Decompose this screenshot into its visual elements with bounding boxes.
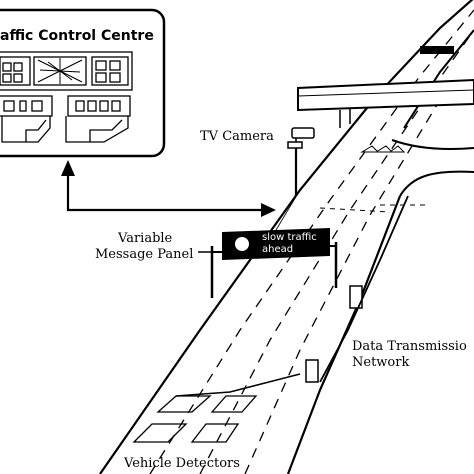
sign-symbol-icon [235, 237, 249, 251]
detector-loop-1 [156, 395, 212, 413]
sign-text-line2: ahead [262, 244, 293, 255]
detector-loop-2 [210, 395, 258, 413]
tv-camera-label: TV Camera [200, 129, 274, 144]
exit-ramp-lower [399, 170, 474, 197]
control-centre-title: affic Control Centre [0, 28, 154, 44]
camera-icon [287, 127, 315, 149]
exit-ramp-upper [391, 139, 474, 151]
roadside-units [305, 285, 363, 383]
tv-camera: TV Camera [200, 127, 315, 149]
sign-text-line1: slow traffic [262, 232, 317, 243]
detector-loop-3 [132, 423, 188, 443]
arrow-up-icon [61, 160, 75, 176]
vehicle-detectors: Vehicle Detectors [123, 373, 301, 471]
message-sign [222, 228, 330, 260]
vmp-label-line2: Message Panel [95, 247, 193, 262]
dtn-label-line2: Network [352, 355, 409, 370]
arrow-right-icon [261, 203, 276, 217]
dtn-label-line1: Data Transmissio [352, 339, 467, 354]
vehicle-detectors-label: Vehicle Detectors [123, 456, 240, 471]
control-centre-frame [0, 8, 166, 158]
operator-desks [0, 95, 131, 143]
highway-right-edge-far [403, 29, 474, 129]
data-transmission-network: Data Transmissio Network [319, 195, 467, 383]
control-centre: affic Control Centre [0, 8, 166, 158]
vmp-label-line1: Variable [117, 231, 173, 246]
overpass-bridge [297, 46, 474, 128]
detector-cable [175, 373, 301, 397]
communication-link [61, 148, 298, 217]
monitor-wall [0, 51, 133, 91]
roadside-cabinet-1 [349, 285, 363, 309]
variable-message-panel: Variable Message Panel slow traffic ahea… [95, 228, 338, 298]
network-cable [319, 195, 409, 383]
highway-left-edge [99, 0, 474, 474]
lane-marking-3 [244, 99, 441, 474]
link-line [66, 176, 262, 212]
distant-vehicle [420, 46, 454, 54]
roadside-cabinet-2 [305, 359, 319, 383]
detector-loop-4 [190, 423, 240, 443]
